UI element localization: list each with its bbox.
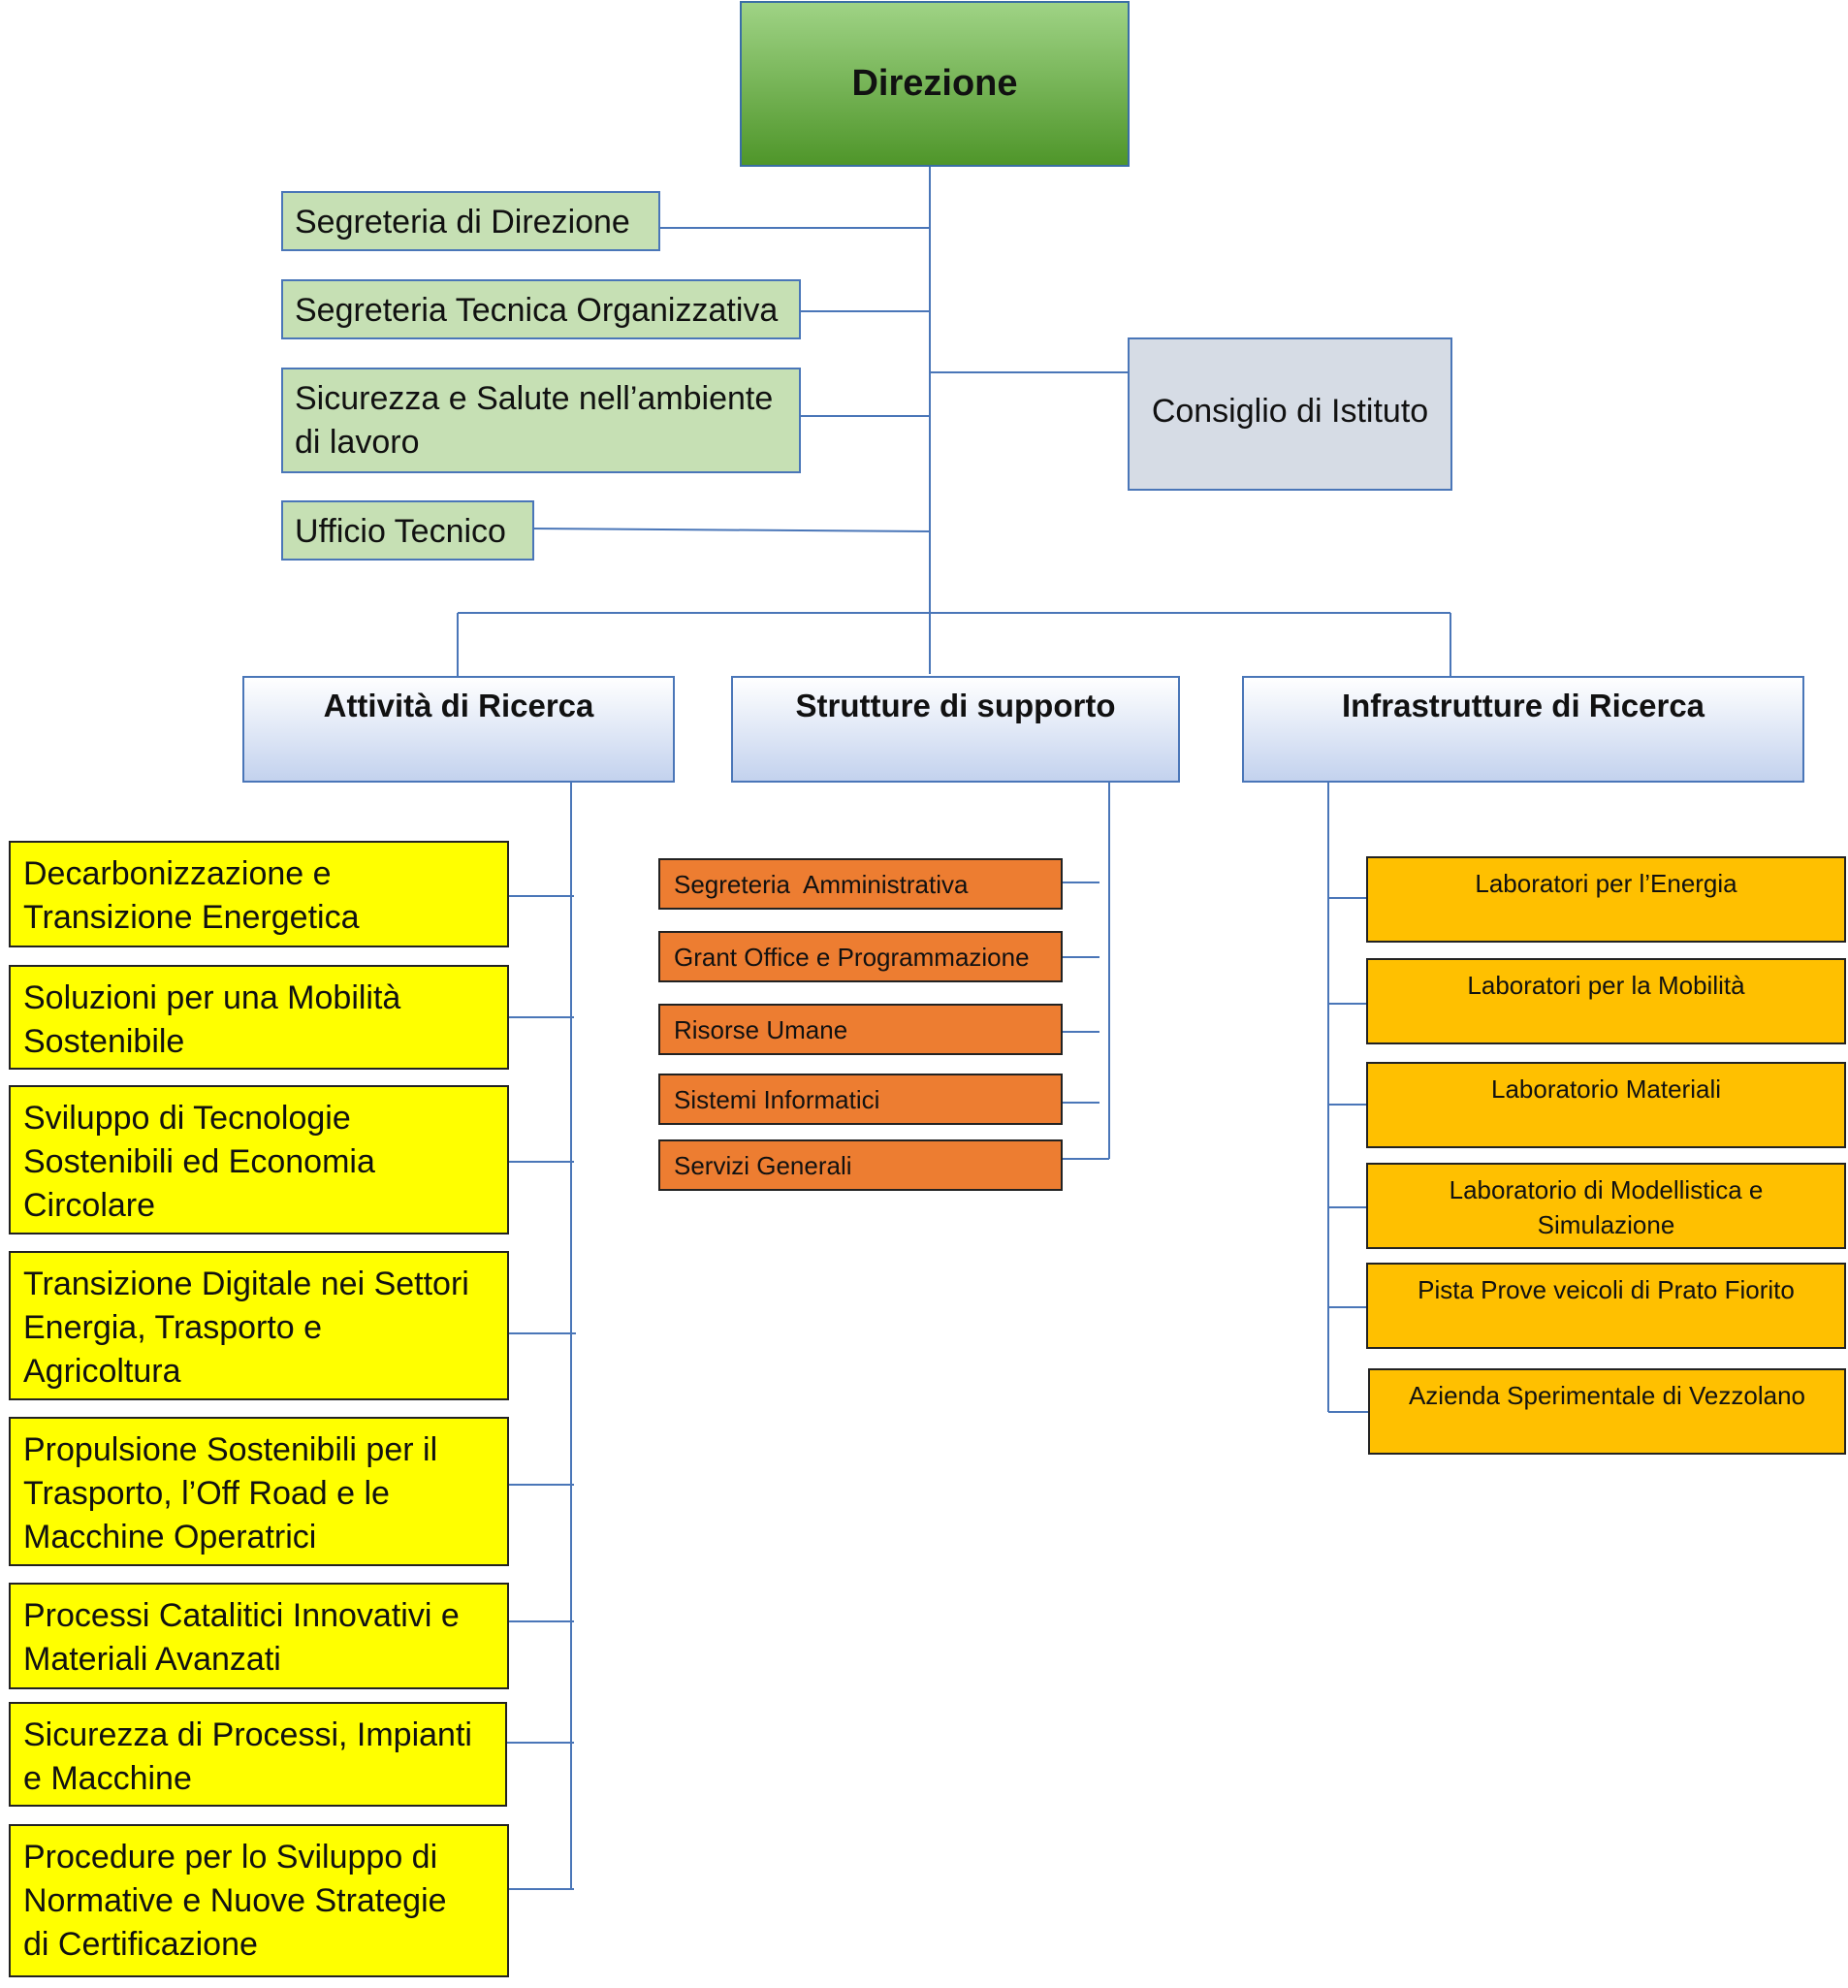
section-attivita: Attività di Ricerca xyxy=(242,676,675,783)
attivita-item: Transizione Digitale nei Settori Energia… xyxy=(9,1251,509,1400)
attivita-item: Soluzioni per una Mobilità Sostenibile xyxy=(9,965,509,1070)
staff-segreteria-tecnica: Segreteria Tecnica Organizzativa xyxy=(281,279,801,339)
infrastrutture-item: Laboratori per l’Energia xyxy=(1366,856,1846,943)
consiglio-label: Consiglio di Istituto xyxy=(1151,393,1429,430)
infrastrutture-item: Laboratorio Materiali xyxy=(1366,1062,1846,1148)
strutture-item: Sistemi Informatici xyxy=(658,1074,1063,1125)
infrastrutture-item-label: Pista Prove veicoli di Prato Fiorito xyxy=(1418,1275,1795,1304)
attivita-item-label: Propulsione Sostenibili per il Trasporto… xyxy=(23,1431,438,1555)
staff-ufficio-tecnico: Ufficio Tecnico xyxy=(281,500,534,561)
attivita-item: Procedure per lo Sviluppo di Normative e… xyxy=(9,1824,509,1977)
infrastrutture-item-label: Laboratori per la Mobilità xyxy=(1467,971,1745,1000)
infrastrutture-item: Azienda Sperimentale di Vezzolano xyxy=(1368,1368,1846,1455)
section-strutture: Strutture di supporto xyxy=(731,676,1180,783)
infrastrutture-item: Pista Prove veicoli di Prato Fiorito xyxy=(1366,1263,1846,1349)
consiglio-box: Consiglio di Istituto xyxy=(1128,337,1452,491)
infrastrutture-item: Laboratorio di Modellistica e Simulazion… xyxy=(1366,1163,1846,1249)
strutture-item-label: Segreteria Amministrativa xyxy=(674,870,969,899)
section-infrastrutture: Infrastrutture di Ricerca xyxy=(1242,676,1804,783)
attivita-item-label: Sviluppo di Tecnologie Sostenibili ed Ec… xyxy=(23,1100,375,1224)
attivita-item: Propulsione Sostenibili per il Trasporto… xyxy=(9,1417,509,1566)
section-label: Infrastrutture di Ricerca xyxy=(1341,688,1705,723)
attivita-item-label: Procedure per lo Sviluppo di Normative e… xyxy=(23,1839,447,1963)
infrastrutture-item-label: Azienda Sperimentale di Vezzolano xyxy=(1408,1381,1806,1410)
infrastrutture-item: Laboratori per la Mobilità xyxy=(1366,958,1846,1044)
strutture-item-label: Risorse Umane xyxy=(674,1015,848,1044)
attivita-item-label: Sicurezza di Processi, Impianti e Macchi… xyxy=(23,1716,472,1797)
attivita-item: Sicurezza di Processi, Impianti e Macchi… xyxy=(9,1702,507,1807)
strutture-item: Servizi Generali xyxy=(658,1139,1063,1191)
attivita-item: Processi Catalitici Innovativi e Materia… xyxy=(9,1583,509,1689)
strutture-item-label: Grant Office e Programmazione xyxy=(674,943,1030,972)
staff-segreteria-direzione: Segreteria di Direzione xyxy=(281,191,660,251)
strutture-item: Segreteria Amministrativa xyxy=(658,858,1063,910)
staff-label: Segreteria di Direzione xyxy=(295,204,630,240)
staff-label: Segreteria Tecnica Organizzativa xyxy=(295,292,779,329)
section-label: Strutture di supporto xyxy=(795,688,1116,723)
attivita-item-label: Soluzioni per una Mobilità Sostenibile xyxy=(23,979,401,1060)
attivita-item-label: Transizione Digitale nei Settori Energia… xyxy=(23,1266,469,1390)
strutture-item-label: Sistemi Informatici xyxy=(674,1085,880,1114)
attivita-item: Sviluppo di Tecnologie Sostenibili ed Ec… xyxy=(9,1085,509,1234)
attivita-item-label: Processi Catalitici Innovativi e Materia… xyxy=(23,1597,460,1678)
strutture-item: Grant Office e Programmazione xyxy=(658,931,1063,982)
strutture-item: Risorse Umane xyxy=(658,1004,1063,1055)
infrastrutture-item-label: Laboratori per l’Energia xyxy=(1475,869,1737,898)
staff-label: Ufficio Tecnico xyxy=(295,513,506,550)
infrastrutture-item-label: Laboratorio di Modellistica e Simulazion… xyxy=(1449,1175,1764,1239)
attivita-item-label: Decarbonizzazione e Transizione Energeti… xyxy=(23,855,360,936)
staff-label: Sicurezza e Salute nell’ambiente di lavo… xyxy=(295,380,774,461)
staff-sicurezza-salute: Sicurezza e Salute nell’ambiente di lavo… xyxy=(281,368,801,473)
strutture-item-label: Servizi Generali xyxy=(674,1151,852,1180)
direzione-label: Direzione xyxy=(851,63,1018,104)
attivita-item: Decarbonizzazione e Transizione Energeti… xyxy=(9,841,509,947)
infrastrutture-item-label: Laboratorio Materiali xyxy=(1490,1074,1721,1104)
section-label: Attività di Ricerca xyxy=(323,688,594,723)
direzione-box: Direzione xyxy=(740,1,1130,167)
